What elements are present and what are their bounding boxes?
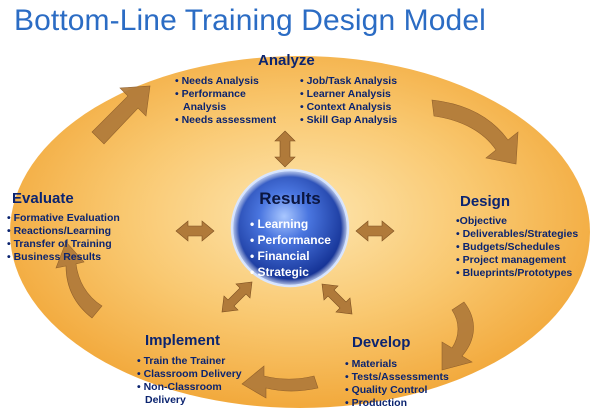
develop-list: Materials Tests/Assessments Quality Cont… bbox=[345, 358, 449, 410]
results-item: Financial bbox=[250, 248, 331, 264]
implement-item: Train the Trainer bbox=[137, 355, 242, 368]
implement-item: Non-Classroom bbox=[137, 381, 242, 394]
implement-list: Train the Trainer Classroom Delivery Non… bbox=[137, 355, 242, 407]
design-item: Deliverables/Strategies bbox=[456, 228, 579, 241]
design-title: Design bbox=[460, 193, 511, 210]
analyze-item: Needs assessment bbox=[175, 114, 277, 127]
results-item: Strategic bbox=[250, 264, 331, 280]
develop-title: Develop bbox=[352, 334, 411, 351]
flow-arrow-top-right bbox=[431, 99, 519, 165]
results-list: Learning Performance Financial Strategic bbox=[250, 216, 331, 280]
analyze-list-left: Needs Analysis Performance Analysis Need… bbox=[175, 75, 277, 127]
arrow-center-develop bbox=[321, 283, 353, 315]
develop-item: Production bbox=[345, 397, 449, 410]
implement-item: Classroom Delivery bbox=[137, 368, 242, 381]
design-item: Blueprints/Prototypes bbox=[456, 267, 578, 280]
design-item: •Objective bbox=[456, 215, 507, 227]
flow-arrow-bottom bbox=[241, 365, 319, 399]
evaluate-item: Reactions/Learning bbox=[7, 225, 120, 238]
evaluate-item: Formative Evaluation bbox=[7, 212, 120, 225]
design-item: Budgets/Schedules bbox=[456, 241, 578, 254]
analyze-item-continued: Analysis bbox=[183, 101, 227, 113]
results-title: Results bbox=[259, 189, 321, 208]
results-item: Performance bbox=[250, 232, 331, 248]
develop-item: Quality Control bbox=[345, 384, 449, 397]
evaluate-item: Business Results bbox=[7, 251, 120, 264]
arrow-center-analyze bbox=[274, 130, 296, 168]
develop-item: Materials bbox=[345, 358, 449, 371]
analyze-item: Needs Analysis bbox=[175, 75, 276, 88]
implement-item-continued: Delivery bbox=[145, 394, 186, 406]
arrow-center-design bbox=[355, 220, 395, 242]
diagram-title: Bottom-Line Training Design Model bbox=[14, 4, 486, 37]
evaluate-list: Formative Evaluation Reactions/Learning … bbox=[7, 212, 120, 264]
results-item: Learning bbox=[250, 216, 331, 232]
evaluate-item: Transfer of Training bbox=[7, 238, 120, 251]
flow-arrow-top-left bbox=[91, 85, 151, 145]
analyze-item: Learner Analysis bbox=[300, 88, 397, 101]
design-item: Project management bbox=[456, 254, 578, 267]
develop-item: Tests/Assessments bbox=[345, 371, 449, 384]
analyze-title: Analyze bbox=[258, 52, 315, 69]
arrow-center-implement bbox=[221, 281, 253, 313]
analyze-item: Performance bbox=[175, 88, 276, 101]
design-list: •Objective Deliverables/Strategies Budge… bbox=[456, 215, 578, 280]
evaluate-title: Evaluate bbox=[12, 190, 74, 207]
analyze-item: Context Analysis bbox=[300, 101, 397, 114]
analyze-item: Skill Gap Analysis bbox=[300, 114, 398, 127]
analyze-list-right: Job/Task Analysis Learner Analysis Conte… bbox=[300, 75, 398, 127]
arrow-center-evaluate bbox=[175, 220, 215, 242]
analyze-item: Job/Task Analysis bbox=[300, 75, 397, 88]
implement-title: Implement bbox=[145, 332, 221, 349]
